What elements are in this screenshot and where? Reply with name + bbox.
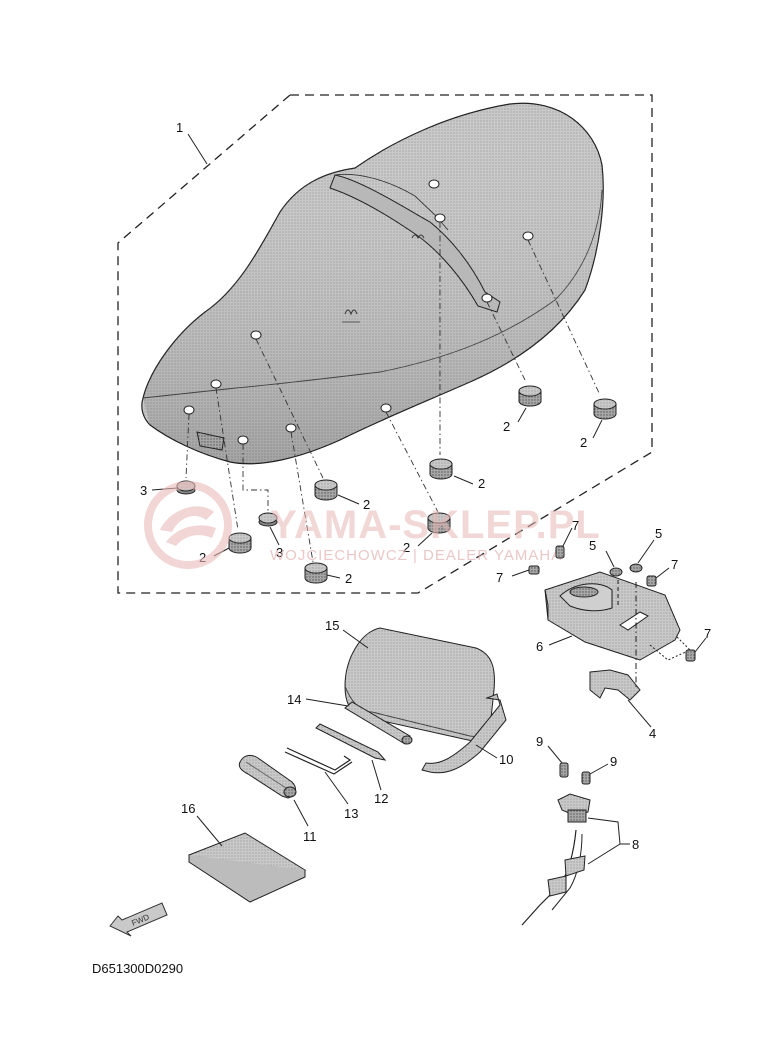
damper-parts [228,385,617,584]
callout-13: 13 [344,806,358,821]
damper-2b [593,398,617,420]
callout-9b: 9 [610,754,617,769]
callout-6: 6 [536,639,543,654]
callout-7b: 7 [496,570,503,585]
screwdriver-bit [315,723,387,761]
assembly-leaders [185,222,601,563]
callout-leader-12 [371,759,382,791]
seat-assembly-boundary [117,94,653,594]
hex-wrench [284,747,353,775]
diagram-code: D651300D0290 [92,961,183,976]
callout-10: 10 [499,752,513,767]
extension-bar [344,701,413,745]
damper-2f [228,532,252,554]
callout-leader-15 [342,629,369,649]
callout-7c: 7 [671,557,678,572]
callout-leader-13 [324,771,349,805]
callout-2g: 2 [345,571,352,586]
callout-2a: 2 [503,419,510,434]
watermark: YAMA-SKLEP.PL WOJCIECHOWCZ | DEALER YAMA… [144,481,601,569]
callout-2f: 2 [199,550,206,565]
callout-14: 14 [287,692,301,707]
callout-leader-1 [187,133,208,165]
callout-2c: 2 [478,476,485,491]
callout-8: 8 [632,837,639,852]
screwdriver-handle [238,754,297,799]
owners-manual [187,832,307,903]
watermark-sub: WOJCIECHOWCZ | DEALER YAMAHA [270,547,562,564]
damper-2a [518,385,542,407]
callout-leaders-4-7 [511,527,707,728]
callout-2d: 2 [363,497,370,512]
callout-1: 1 [176,120,183,135]
damper-2e [427,512,451,534]
callout-11: 11 [303,829,317,844]
bracket-assembly [528,545,696,701]
callout-3b: 3 [276,545,283,560]
damper-2d [314,479,338,501]
bracket-4 [589,669,641,701]
callout-5a: 5 [589,538,596,553]
callout-4: 4 [649,726,656,741]
bumper-3b [258,512,278,527]
callout-2e: 2 [403,540,410,555]
callout-leader-16 [196,815,223,847]
bracket-6 [544,571,681,661]
callout-16: 16 [181,801,195,816]
watermark-logo [144,481,232,569]
forward-arrow-icon [109,902,168,937]
callout-7d: 7 [704,626,711,641]
damper-2c [429,458,453,480]
strap [421,693,507,774]
callout-9a: 9 [536,734,543,749]
forward-arrow: FWD [109,902,168,937]
holder-assembly [521,762,591,926]
callout-leader-14 [305,698,349,707]
callout-leader-10 [475,744,498,759]
callout-15: 15 [325,618,339,633]
callout-5b: 5 [655,526,662,541]
callout-leader-11 [293,799,309,827]
damper-2g [304,562,328,584]
callout-12: 12 [374,791,388,806]
callout-7a: 7 [572,518,579,533]
callout-2b: 2 [580,435,587,450]
callout-leaders-8-9 [547,745,630,865]
callout-3a: 3 [140,483,147,498]
watermark-main: YAMA-SKLEP.PL [270,503,601,547]
cushion-pad [344,627,495,742]
seat [141,102,604,465]
